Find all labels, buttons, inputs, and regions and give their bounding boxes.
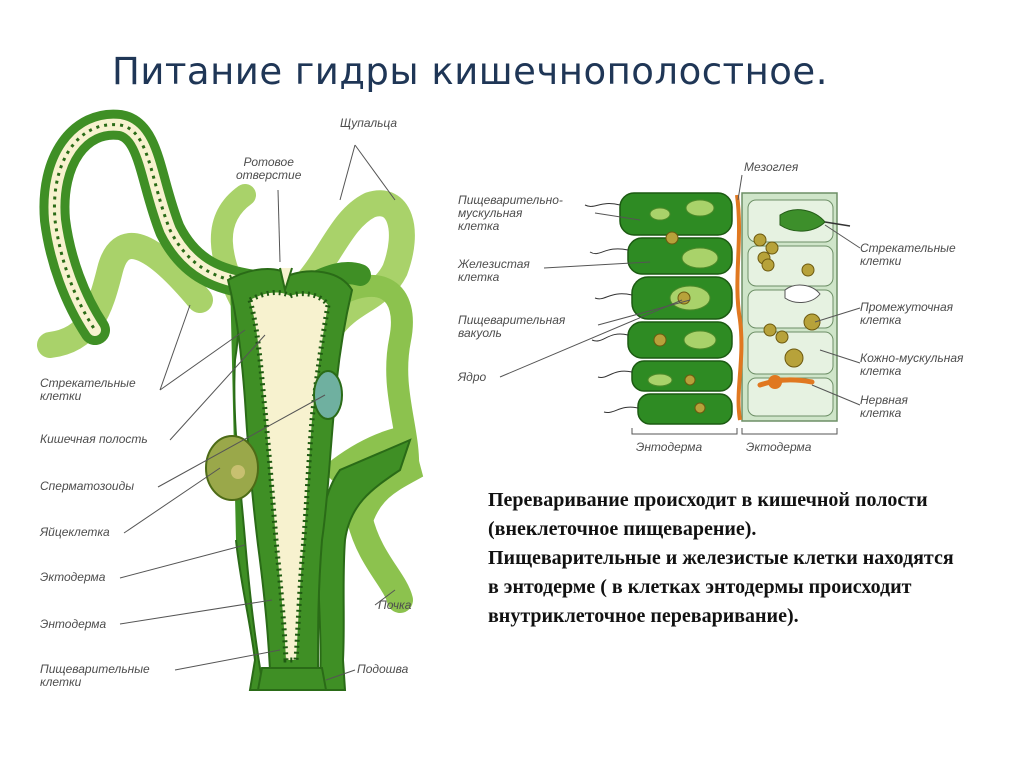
paragraph-intracellular: Пищеварительные и железистые клетки нахо… — [488, 547, 954, 627]
label-dig-muscle-line2: мускульная — [458, 206, 523, 220]
label-gut-cavity: Кишечная полость — [40, 432, 148, 446]
tentacle-pale-right — [287, 190, 415, 343]
hydra-leaders — [119, 144, 396, 681]
description-text: Переваривание происходит в кишечной поло… — [488, 486, 958, 631]
label-nerve-line2: клетка — [860, 406, 902, 420]
label-dig-muscle-line3: клетка — [458, 219, 500, 233]
label-ectoderm: Эктодерма — [40, 570, 106, 584]
label-stinging-line2: клетки — [40, 389, 82, 403]
label-skin-muscle-line1: Кожно-мускульная — [860, 351, 964, 365]
label-mouth-line2: отверстие — [236, 168, 302, 182]
gut-cavity — [250, 292, 328, 660]
label-stinging-line1: Стрекательные — [40, 376, 136, 390]
label-digestive-cells: Пищеварительные клетки — [40, 663, 150, 689]
label-nerve-cell: Нервная клетка — [860, 394, 908, 420]
label-digestive-muscle-cell: Пищеварительно- мускульная клетка — [458, 194, 563, 233]
label-glandular-cell: Железистая клетка — [458, 258, 530, 284]
testis — [313, 370, 343, 420]
bud — [327, 424, 424, 613]
egg — [205, 435, 259, 501]
label-vacuole-line2: вакуоль — [458, 326, 502, 340]
label-sole: Подошва — [357, 662, 409, 676]
label-glandular-line2: клетка — [458, 270, 500, 284]
label-nerve-line1: Нервная — [860, 393, 908, 407]
label-mesoglea: Мезоглея — [744, 160, 799, 174]
label-cell-ectoderm: Эктодерма — [746, 440, 812, 454]
hydra-figure — [37, 109, 424, 691]
label-cell-stinging-line1: Стрекательные — [860, 241, 956, 255]
label-mouth-line1: Ротовое — [243, 155, 294, 169]
label-digestive-line2: клетки — [40, 675, 82, 689]
label-interstitial-line1: Промежуточная — [860, 300, 954, 314]
label-cell-endoderm: Энтодерма — [636, 440, 703, 454]
cell-layer-figure — [584, 192, 851, 435]
label-stinging-cells: Стрекательные клетки — [40, 377, 136, 403]
label-sperm: Сперматозоиды — [40, 479, 135, 493]
label-glandular-line1: Железистая — [458, 257, 530, 271]
label-digestive-vacuole: Пищеварительная вакуоль — [458, 314, 565, 340]
sole — [256, 667, 328, 691]
label-endoderm: Энтодерма — [40, 617, 107, 631]
label-skin-muscle-cell: Кожно-мускульная клетка — [860, 352, 963, 378]
nerve-cell — [757, 377, 815, 388]
label-egg: Яйцеклетка — [40, 525, 110, 539]
label-interstitial-cell: Промежуточная клетка — [860, 301, 953, 327]
label-skin-muscle-line2: клетка — [860, 364, 902, 378]
page-title: Питание гидры кишечнополостное. — [112, 50, 828, 93]
mouth — [279, 267, 293, 294]
label-cell-stinging-line2: клетки — [860, 254, 902, 268]
paragraph-extracellular: Переваривание происходит в кишечной поло… — [488, 489, 928, 540]
label-dig-muscle-line1: Пищеварительно- — [458, 193, 563, 207]
label-vacuole-line1: Пищеварительная — [458, 313, 566, 327]
mesoglea — [735, 194, 744, 421]
label-nucleus: Ядро — [458, 370, 487, 384]
label-tentacles: Щупальца — [340, 116, 398, 130]
stinging-cell — [779, 209, 826, 232]
label-cell-stinging: Стрекательные клетки — [860, 242, 956, 268]
endoderm-cells — [619, 192, 733, 425]
label-digestive-line1: Пищеварительные — [40, 662, 150, 676]
label-mouth: Ротовое отверстие — [236, 156, 301, 182]
label-interstitial-line2: клетка — [860, 313, 902, 327]
cell-leaders — [499, 174, 861, 406]
label-bud: Почка — [378, 598, 412, 612]
